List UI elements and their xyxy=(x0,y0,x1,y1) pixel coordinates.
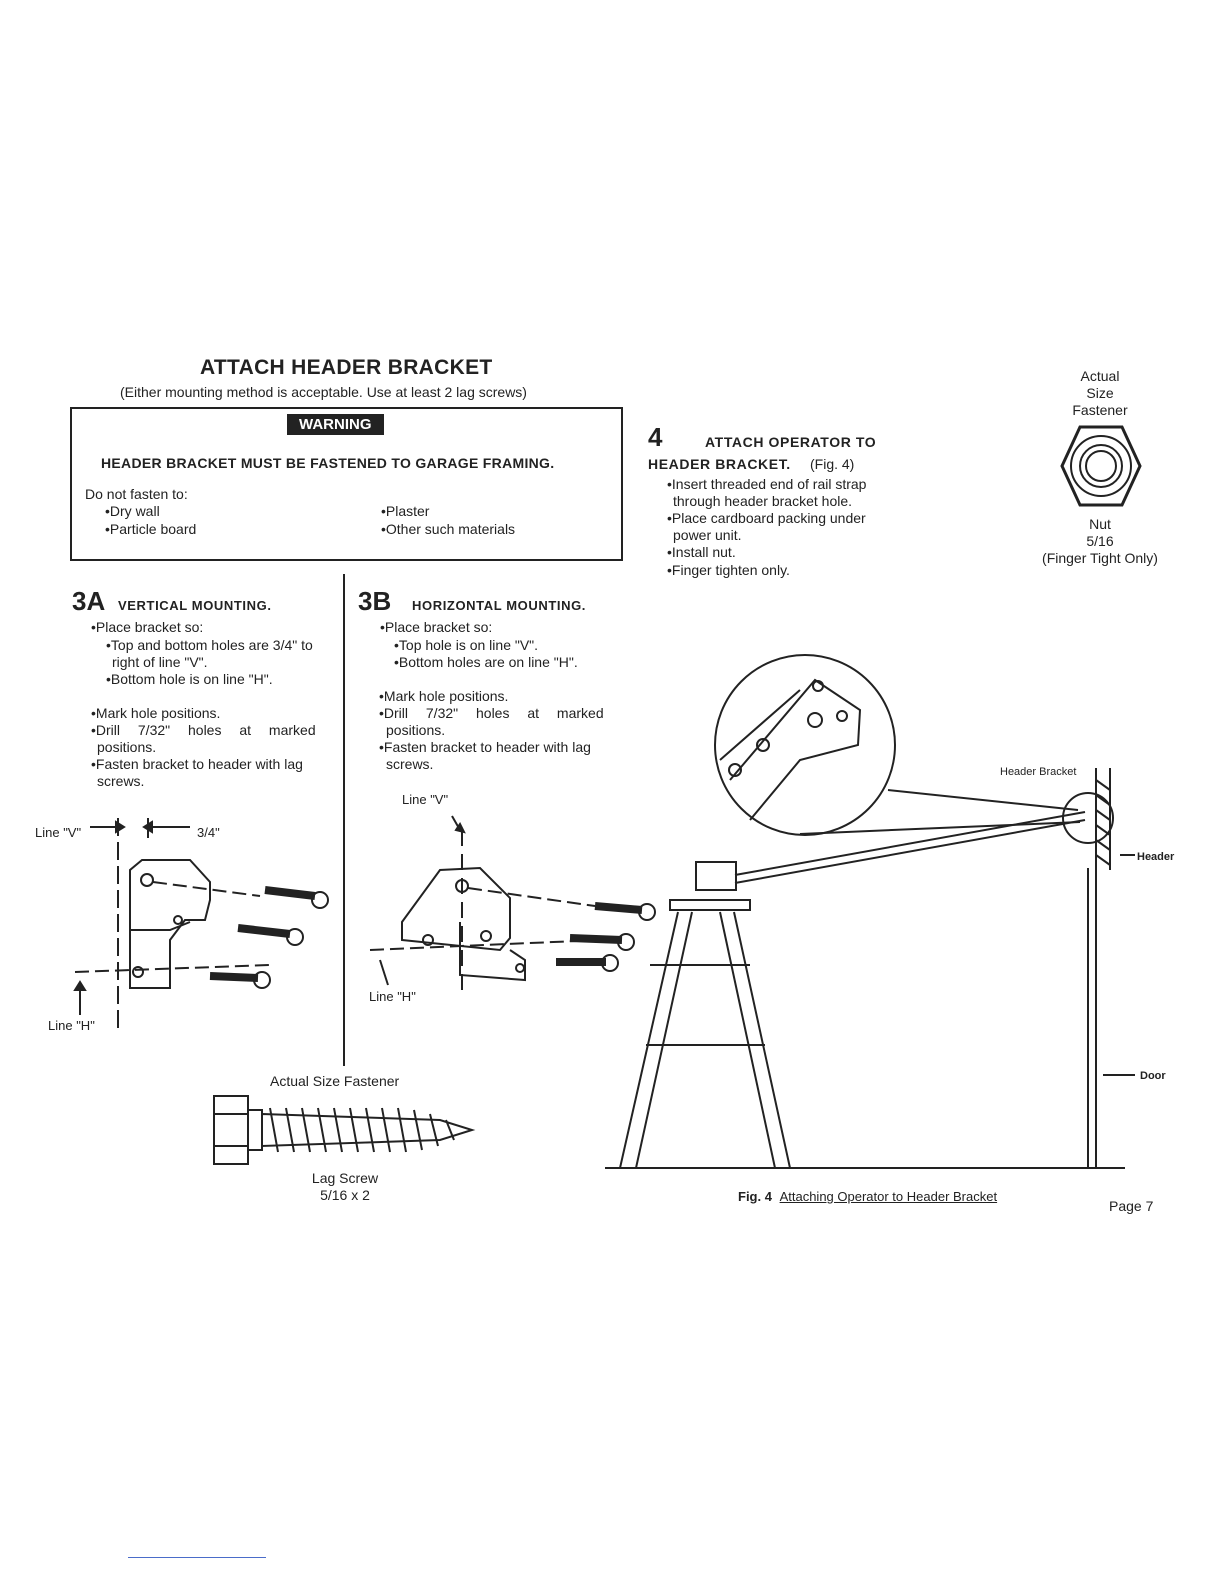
figure-4-caption: Fig. 4 Attaching Operator to Header Brac… xyxy=(738,1189,997,1204)
nut-caption-line: Fastener xyxy=(1072,402,1128,418)
step4-line: •Insert threaded end of rail strap xyxy=(667,476,867,492)
step3b-number: 3B xyxy=(358,586,392,616)
page-title: ATTACH HEADER BRACKET xyxy=(200,356,493,379)
column-divider xyxy=(343,574,345,1066)
warning-badge: WARNING xyxy=(287,414,384,435)
nut-icon xyxy=(1060,425,1142,507)
nut-caption-line: Nut xyxy=(1089,516,1111,532)
lag-screw-caption-bottom: Lag Screw 5/16 x 2 xyxy=(290,1170,400,1204)
warning-item: •Other such materials xyxy=(381,521,516,537)
line-h-label: Line "H" xyxy=(369,989,416,1004)
nut-caption-line: (Finger Tight Only) xyxy=(1042,550,1158,566)
bottom-rule xyxy=(128,1557,266,1558)
nut-caption-line: Actual xyxy=(1080,368,1120,384)
step3b-line: •Mark hole positions. xyxy=(379,688,509,704)
step3b-line: •Drill 7/32" holes at marked xyxy=(379,705,604,721)
step4-number: 4 xyxy=(648,422,663,452)
header-label: Header xyxy=(1137,851,1175,863)
line-v-label: Line "V" xyxy=(402,792,449,807)
lag-screw-caption-top: Actual Size Fastener xyxy=(270,1073,400,1089)
step4-line: •Install nut. xyxy=(667,544,736,560)
warning-intro: Do not fasten to: xyxy=(85,486,188,502)
line-v-label: Line "V" xyxy=(35,825,82,840)
nut-caption-line: 5/16 xyxy=(1086,533,1114,549)
lag-screw-caption-line: 5/16 x 2 xyxy=(320,1187,370,1203)
step3a-line: positions. xyxy=(97,739,157,755)
lag-screw-caption-line: Lag Screw xyxy=(311,1170,379,1186)
step4-line: •Finger tighten only. xyxy=(667,562,790,578)
vertical-mounting-diagram xyxy=(73,818,329,1028)
step4-heading: ATTACH OPERATOR TO xyxy=(705,434,877,450)
step4-line: •Place cardboard packing under xyxy=(667,510,866,526)
figure-title: Attaching Operator to Header Bracket xyxy=(779,1189,998,1204)
header-bracket-label: Header Bracket xyxy=(1000,766,1077,778)
step3a-heading: VERTICAL MOUNTING. xyxy=(118,598,272,613)
step3b-line: •Fasten bracket to header with lag xyxy=(379,739,591,755)
nut-caption-line: Size xyxy=(1086,385,1114,401)
step3a-line: screws. xyxy=(97,773,145,789)
step3b-line: screws. xyxy=(386,756,434,772)
step3a-line: •Fasten bracket to header with lag xyxy=(91,756,303,772)
step3a-line: •Mark hole positions. xyxy=(91,705,221,721)
door-label: Door xyxy=(1140,1070,1166,1082)
step3b-line: •Place bracket so: xyxy=(380,619,493,635)
nut-caption-top: Actual Size Fastener xyxy=(1040,368,1160,419)
horizontal-mounting-diagram xyxy=(369,815,656,990)
step4-heading-2: HEADER BRACKET. xyxy=(648,456,791,472)
warning-item: •Dry wall xyxy=(105,503,160,519)
lag-screw-icon xyxy=(213,1095,476,1165)
step3a-line: right of line "V". xyxy=(112,654,208,670)
figure-number: Fig. 4 xyxy=(738,1189,772,1204)
warning-heading: HEADER BRACKET MUST BE FASTENED TO GARAG… xyxy=(101,455,555,471)
step3a-line: •Bottom hole is on line "H". xyxy=(106,671,273,687)
figure-4-illustration xyxy=(605,654,1135,1169)
warning-box xyxy=(70,407,623,561)
step4-fig-ref: (Fig. 4) xyxy=(810,456,855,472)
warning-item: •Particle board xyxy=(105,521,197,537)
step3b-heading: HORIZONTAL MOUNTING. xyxy=(412,598,587,613)
step4-line: power unit. xyxy=(673,527,742,543)
page-number: Page 7 xyxy=(1109,1198,1154,1214)
page-subtitle: (Either mounting method is acceptable. U… xyxy=(120,384,527,400)
step3a-line: •Top and bottom holes are 3/4" to xyxy=(106,637,313,653)
step3b-line: •Bottom holes are on line "H". xyxy=(394,654,578,670)
step3a-line: •Drill 7/32" holes at marked xyxy=(91,722,316,738)
step3b-line: positions. xyxy=(386,722,446,738)
warning-item: •Plaster xyxy=(381,503,430,519)
offset-label: 3/4" xyxy=(197,825,220,840)
nut-caption-bottom: Nut 5/16 (Finger Tight Only) xyxy=(1020,516,1180,567)
line-h-label: Line "H" xyxy=(48,1018,95,1033)
step3a-number: 3A xyxy=(72,586,106,616)
step4-line: through header bracket hole. xyxy=(673,493,853,509)
step3a-line: •Place bracket so: xyxy=(91,619,204,635)
step3b-line: •Top hole is on line "V". xyxy=(394,637,539,653)
